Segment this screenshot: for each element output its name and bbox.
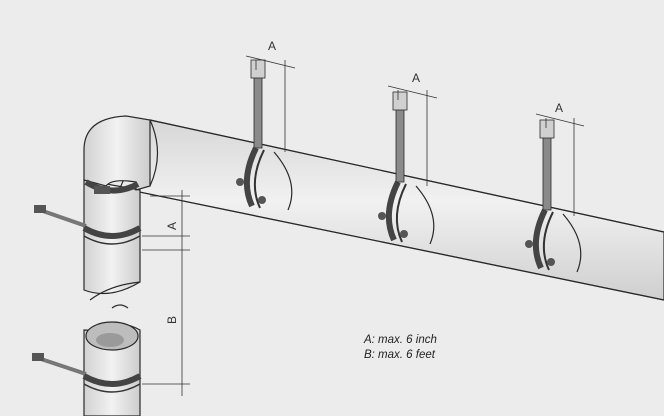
dimension-a-3: [535, 113, 585, 216]
hanger-rod-3: [539, 119, 555, 211]
vertical-pipe-lower: [83, 321, 141, 416]
hanger-rod-2: [392, 91, 408, 183]
dimension-a-vertical-label: A: [165, 222, 179, 230]
riser-clamp-lower: [32, 353, 142, 393]
dimension-b-vertical-label: B: [165, 316, 179, 324]
elbow-clamp: [84, 179, 140, 194]
dimension-a-label-1: A: [268, 39, 276, 53]
dimension-a-2: [387, 85, 438, 186]
pipe-elbow: [83, 115, 159, 191]
pipe-clamp-3: [525, 208, 582, 273]
dimension-vertical: [142, 190, 190, 396]
pipe-clamp-2: [378, 180, 435, 245]
riser-clamp-upper: [34, 205, 142, 245]
note-b: B: max. 6 feet: [364, 349, 436, 361]
dimension-a-label-2: A: [412, 71, 420, 85]
dimension-a-1: [245, 55, 296, 152]
dimension-a-label-3: A: [555, 101, 563, 115]
pipe-clamp-1: [236, 146, 293, 211]
note-a: A: max. 6 inch: [363, 334, 437, 346]
hanger-rod-1: [250, 59, 266, 149]
